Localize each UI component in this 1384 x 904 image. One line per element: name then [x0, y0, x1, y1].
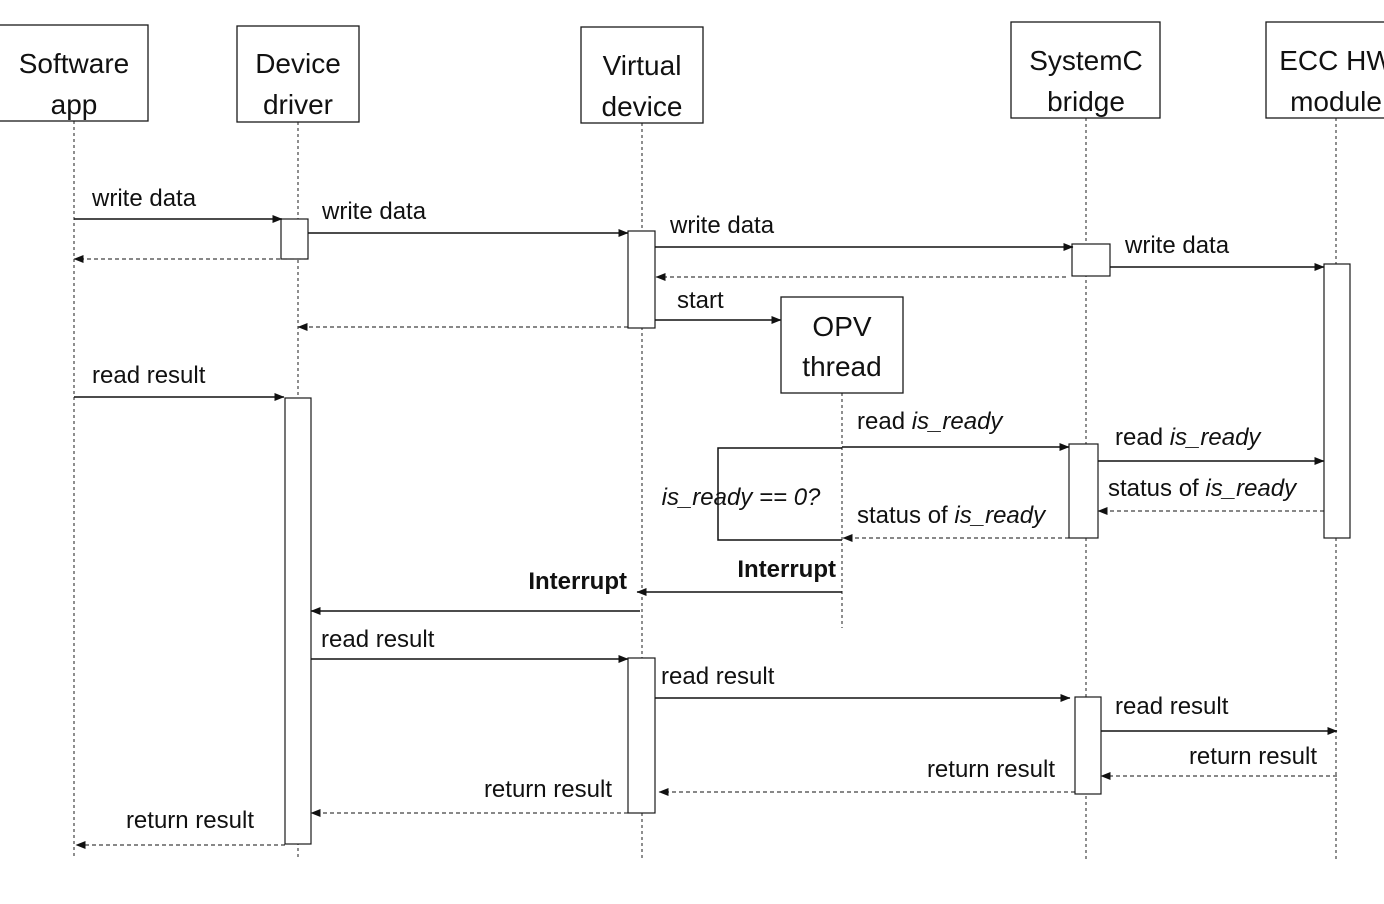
- message-m20: return result: [658, 756, 1075, 796]
- loop-condition-label: is_ready == 0?: [662, 484, 821, 511]
- message-label: return result: [126, 807, 254, 834]
- participant-box: [580, 26, 704, 124]
- participant-name-line: Software: [19, 48, 130, 79]
- participant-name-line: Device: [255, 48, 341, 79]
- participant-name-line: bridge: [1047, 86, 1125, 117]
- message-label-part: return result: [1189, 743, 1317, 770]
- participant-box: [1010, 21, 1161, 119]
- message-label-part: return result: [927, 756, 1055, 783]
- message-m10: read is_ready: [842, 408, 1070, 451]
- message-label-part: read result: [92, 362, 206, 389]
- participant-name-line: Virtual: [603, 50, 682, 81]
- message-label: read result: [661, 663, 775, 690]
- activation-bar: [1323, 263, 1351, 539]
- message-label: start: [677, 287, 724, 314]
- message-m5: write data: [1110, 232, 1325, 271]
- message-m4: write data: [655, 212, 1074, 251]
- participant-name-line: app: [51, 89, 98, 120]
- message-label-part: write data: [669, 212, 775, 239]
- activation-bar: [627, 230, 656, 329]
- message-label: status of is_ready: [1108, 475, 1298, 502]
- participant-name-line: module: [1290, 86, 1382, 117]
- participant-name-line: OPV: [812, 311, 871, 342]
- message-label-part: Interrupt: [528, 568, 627, 595]
- message-label-part: is_ready: [1205, 475, 1298, 502]
- message-label-part: read result: [321, 626, 435, 653]
- activation-bar: [627, 657, 656, 814]
- loop-bracket: [717, 447, 842, 541]
- activation-bar: [284, 397, 312, 845]
- message-m12: status of is_ready: [1097, 475, 1324, 515]
- message-label: read result: [321, 626, 435, 653]
- message-label-part: write data: [321, 198, 427, 225]
- activation-bar: [1074, 696, 1102, 795]
- message-label: write data: [1124, 232, 1230, 259]
- activation-bar: [280, 218, 309, 260]
- message-label: read result: [92, 362, 206, 389]
- message-m22: return result: [75, 807, 285, 849]
- participant-name-line: ECC HW: [1279, 45, 1384, 76]
- message-label-part: write data: [1124, 232, 1230, 259]
- message-label-part: read: [1115, 424, 1170, 451]
- message-label: read is_ready: [1115, 424, 1262, 451]
- message-label: return result: [927, 756, 1055, 783]
- message-label: Interrupt: [737, 556, 836, 583]
- message-m1: write data: [74, 185, 283, 223]
- participant-name-line: driver: [263, 89, 333, 120]
- participant-app: Software app: [0, 24, 149, 122]
- message-label: status of is_ready: [857, 502, 1047, 529]
- message-label-part: return result: [484, 776, 612, 803]
- message-label-part: status of: [1108, 475, 1205, 502]
- message-m21: return result: [310, 776, 628, 817]
- message-label-part: read result: [1115, 693, 1229, 720]
- message-m9: read result: [74, 362, 285, 401]
- message-label-part: read result: [661, 663, 775, 690]
- message-label: read result: [1115, 693, 1229, 720]
- message-label: Interrupt: [528, 568, 627, 595]
- polling-loop: is_ready == 0?: [662, 447, 842, 541]
- message-label-part: return result: [126, 807, 254, 834]
- message-m3: write data: [308, 198, 629, 237]
- message-label-part: start: [677, 287, 724, 314]
- participant-box: [780, 296, 904, 394]
- message-label-part: Interrupt: [737, 556, 836, 583]
- activation-bar: [1071, 243, 1111, 277]
- message-label-part: is_ready: [912, 408, 1005, 435]
- message-m11: read is_ready: [1098, 424, 1325, 465]
- participant-opv-thread: OPV thread: [780, 296, 904, 394]
- participant-driver: Device driver: [236, 25, 360, 123]
- message-m15: Interrupt: [310, 568, 640, 615]
- message-label-part: is_ready: [954, 502, 1047, 529]
- participant-box: [1265, 21, 1384, 119]
- message-label: return result: [484, 776, 612, 803]
- message-label: return result: [1189, 743, 1317, 770]
- activation-bar: [1068, 443, 1099, 539]
- participant-vdev: Virtual device: [580, 26, 704, 124]
- participant-name-line: SystemC: [1029, 45, 1143, 76]
- message-m18: read result: [1101, 693, 1338, 735]
- message-label-part: write data: [91, 185, 197, 212]
- message-m17: read result: [655, 663, 1071, 702]
- message-label: write data: [321, 198, 427, 225]
- participant-name-line: thread: [802, 351, 881, 382]
- message-m16: read result: [311, 626, 629, 663]
- message-m14: Interrupt: [636, 556, 842, 596]
- participant-name-line: device: [602, 91, 683, 122]
- message-label: write data: [669, 212, 775, 239]
- participant-box: [236, 25, 360, 123]
- participant-box: [0, 24, 149, 122]
- participant-ecc: ECC HW module: [1265, 21, 1384, 119]
- message-m13: status of is_ready: [842, 502, 1069, 542]
- message-label-part: is_ready: [1170, 424, 1263, 451]
- participant-bridge: SystemC bridge: [1010, 21, 1161, 119]
- message-m7: start: [655, 287, 782, 324]
- message-label: write data: [91, 185, 197, 212]
- message-label: read is_ready: [857, 408, 1004, 435]
- message-label-part: read: [857, 408, 912, 435]
- message-m19: return result: [1100, 743, 1337, 780]
- message-label-part: status of: [857, 502, 954, 529]
